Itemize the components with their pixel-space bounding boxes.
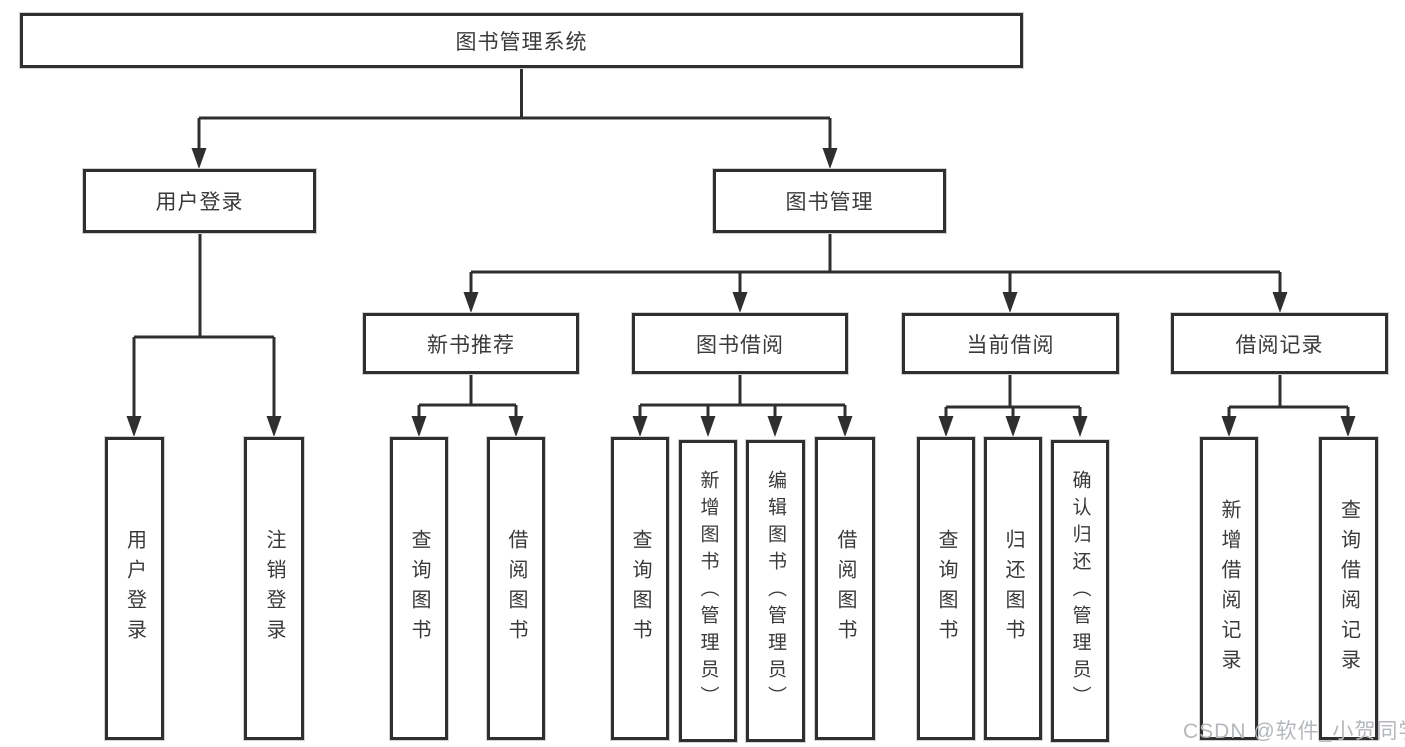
leaf-label: 新增图书（管理员） (697, 469, 719, 713)
leaf-borrow-books-1: 借阅图书 (487, 437, 545, 740)
leaf-edit-books-admin: 编辑图书（管理员） (746, 440, 805, 742)
leaf-label: 查询借阅记录 (1337, 498, 1360, 679)
node-root: 图书管理系统 (20, 13, 1023, 68)
leaf-label: 查询图书 (408, 528, 430, 649)
leaf-return-books: 归还图书 (984, 437, 1042, 740)
node-book-borrow-label: 图书借阅 (696, 333, 784, 357)
leaf-label: 确认归还（管理员） (1069, 469, 1091, 713)
leaf-label: 编辑图书（管理员） (765, 469, 786, 713)
leaf-user-login: 用户登录 (105, 437, 164, 740)
node-user-login: 用户登录 (83, 169, 316, 233)
leaf-label: 用户登录 (123, 528, 146, 649)
leaf-query-books-3: 查询图书 (917, 437, 975, 740)
leaf-label: 查询图书 (935, 528, 957, 649)
node-new-book-recommend-label: 新书推荐 (427, 333, 515, 357)
leaf-logout: 注销登录 (244, 437, 304, 740)
arrowheads (126, 148, 1356, 437)
leaf-query-books-1: 查询图书 (390, 437, 448, 740)
node-current-borrow: 当前借阅 (902, 313, 1119, 374)
node-book-management-label: 图书管理 (785, 191, 874, 214)
leaf-add-books-admin: 新增图书（管理员） (679, 440, 737, 742)
node-book-management: 图书管理 (713, 169, 946, 233)
leaf-label: 查询图书 (629, 528, 651, 649)
leaf-query-books-2: 查询图书 (611, 437, 669, 740)
leaf-label: 借阅图书 (505, 528, 527, 649)
leaf-borrow-books-2: 借阅图书 (815, 437, 875, 740)
watermark: CSDN @软件_小贺同学 (1183, 720, 1405, 743)
leaf-label: 新增借阅记录 (1218, 498, 1240, 679)
leaf-label: 归还图书 (1002, 528, 1024, 649)
leaf-add-borrow-record: 新增借阅记录 (1200, 437, 1258, 740)
node-borrow-records-label: 借阅记录 (1235, 333, 1324, 357)
leaf-label: 注销登录 (263, 528, 285, 649)
node-current-borrow-label: 当前借阅 (966, 333, 1055, 357)
node-new-book-recommend: 新书推荐 (363, 313, 579, 374)
node-user-login-label: 用户登录 (155, 191, 244, 214)
leaf-query-borrow-record: 查询借阅记录 (1319, 437, 1378, 740)
node-root-label: 图书管理系统 (455, 30, 588, 54)
leaf-label: 借阅图书 (834, 528, 856, 649)
node-book-borrow: 图书借阅 (632, 313, 848, 374)
leaf-confirm-return-admin: 确认归还（管理员） (1051, 440, 1109, 742)
node-borrow-records: 借阅记录 (1171, 313, 1388, 374)
